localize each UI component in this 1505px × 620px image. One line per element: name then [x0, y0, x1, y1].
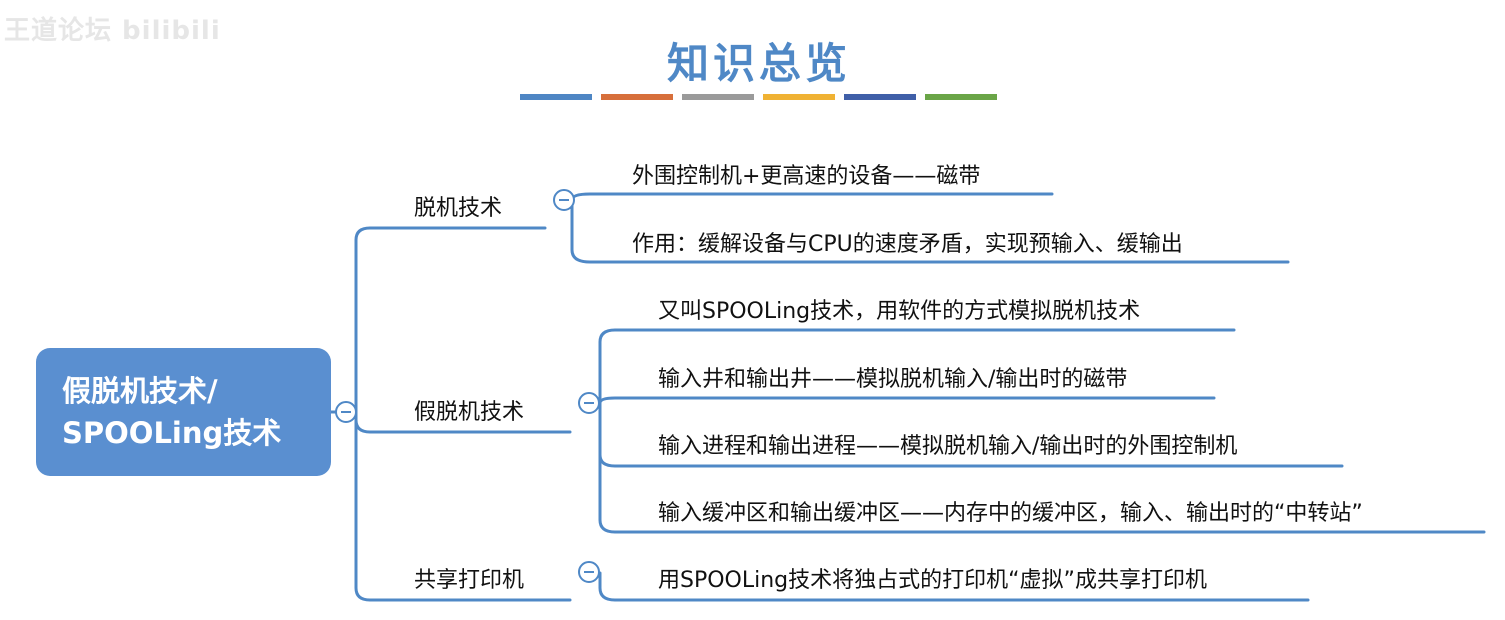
- b2-child-4[interactable]: 输入缓冲区和输出缓冲区——内存中的缓冲区，输入、输出时的“中转站”: [658, 501, 1363, 526]
- root-label-line2: SPOOLing技术: [62, 416, 282, 450]
- b2-child-3[interactable]: 输入进程和输出进程——模拟脱机输入/输出时的外围控制机: [658, 434, 1238, 459]
- connector-root-branch2: [354, 410, 390, 434]
- title-color-bar-5: [844, 94, 916, 100]
- branch2-collapse-icon[interactable]: [578, 392, 600, 414]
- root-node[interactable]: 假脱机技术/ SPOOLing技术: [36, 348, 331, 476]
- b2-child-2[interactable]: 输入井和输出井——模拟脱机输入/输出时的磁带: [658, 367, 1128, 392]
- watermark: 王道论坛 bilibili: [4, 16, 221, 46]
- connector-root-branch1: [354, 226, 390, 414]
- title-color-bar-1: [520, 94, 592, 100]
- connector-root-branch3: [354, 410, 390, 602]
- b1-child-1[interactable]: 外围控制机+更高速的设备——磁带: [632, 164, 981, 189]
- connector-b2-c1: [598, 328, 632, 405]
- root-collapse-icon[interactable]: [335, 401, 357, 423]
- b1-child-2[interactable]: 作用：缓解设备与CPU的速度矛盾，实现预输入、缓输出: [632, 232, 1183, 257]
- connector-b1-c2: [570, 198, 607, 264]
- b3-child-1[interactable]: 用SPOOLing技术将独占式的打印机“虚拟”成共享打印机: [658, 568, 1207, 593]
- connector-b2-c2: [598, 396, 632, 405]
- branch3-collapse-icon[interactable]: [578, 561, 600, 583]
- root-label-line1: 假脱机技术/: [62, 374, 218, 408]
- connector-b2-c3: [598, 401, 632, 468]
- branch-spooling-tech[interactable]: 假脱机技术: [414, 400, 525, 425]
- connector-b3-c1: [598, 571, 632, 602]
- branch1-collapse-icon[interactable]: [553, 189, 575, 211]
- branch-offline-tech[interactable]: 脱机技术: [414, 196, 503, 221]
- title-color-bar-4: [763, 94, 835, 100]
- b2-child-1[interactable]: 又叫SPOOLing技术，用软件的方式模拟脱机技术: [658, 299, 1141, 324]
- title-color-bar-6: [925, 94, 997, 100]
- connector-b1-c1: [570, 192, 607, 202]
- branch-shared-printer[interactable]: 共享打印机: [414, 568, 525, 593]
- title-color-bar-2: [601, 94, 673, 100]
- page-title: 知识总览: [666, 39, 851, 88]
- connector-b2-c4: [598, 401, 632, 534]
- title-color-bar-3: [682, 94, 754, 100]
